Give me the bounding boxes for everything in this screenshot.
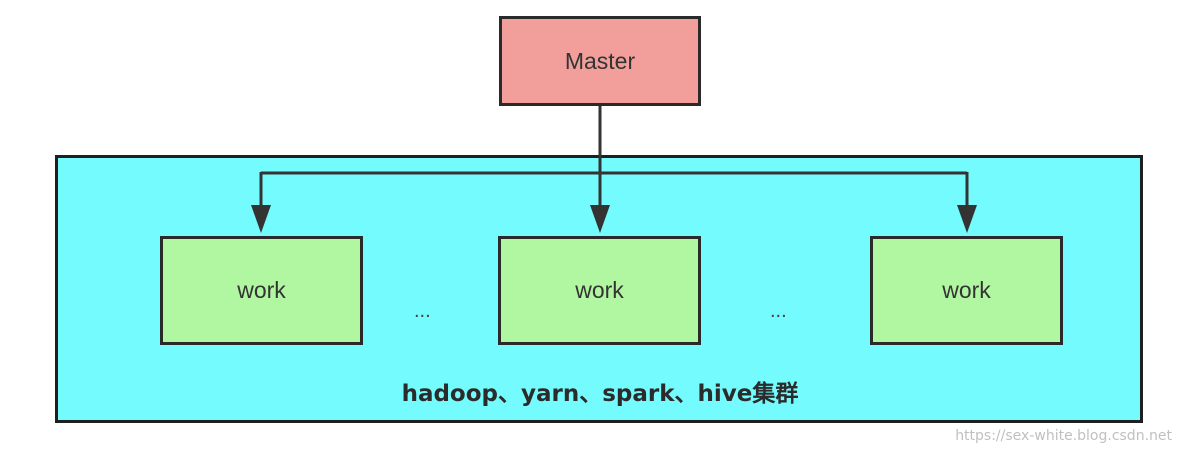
watermark-text: https://sex-white.blog.csdn.net	[955, 428, 1172, 444]
worker-node-1-label: work	[237, 277, 286, 303]
worker-node-1: work	[160, 236, 363, 345]
arrowhead-worker-2	[590, 205, 610, 233]
worker-node-2: work	[498, 236, 701, 345]
ellipsis-1: ...	[414, 300, 431, 322]
ellipsis-2: ...	[770, 300, 787, 322]
arrowhead-worker-1	[251, 205, 271, 233]
arrowhead-worker-3	[957, 205, 977, 233]
master-node-label: Master	[564, 47, 636, 74]
worker-node-3: work	[870, 236, 1063, 345]
worker-node-2-label: work	[575, 277, 624, 303]
master-node: Master	[499, 16, 701, 106]
cluster-label: hadoop、yarn、spark、hive集群	[401, 381, 799, 407]
worker-node-3-label: work	[942, 277, 991, 303]
